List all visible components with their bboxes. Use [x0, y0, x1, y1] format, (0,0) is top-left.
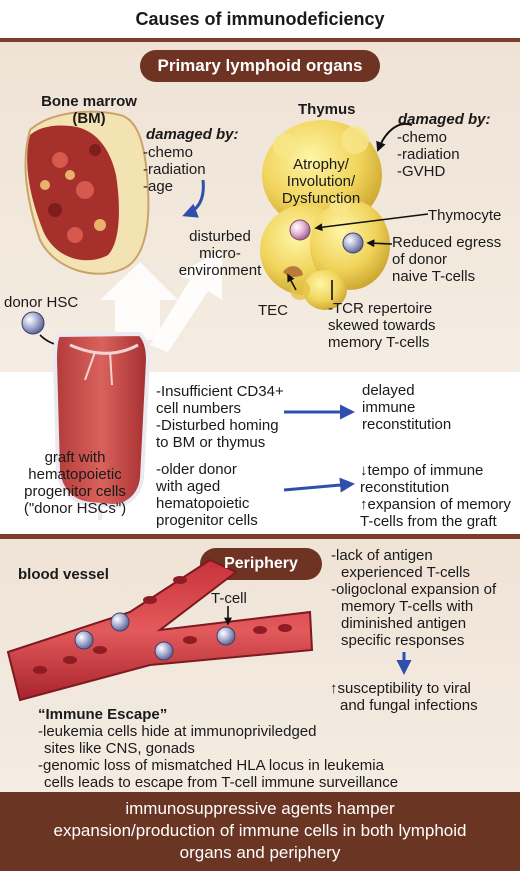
- thymus-damaged-by-list: -chemo -radiation -GVHD: [397, 129, 460, 180]
- effect2-text: ↓tempo of immune reconstitution ↑expansi…: [360, 462, 511, 530]
- thymus-title: Thymus: [298, 101, 356, 118]
- primary-pill-shape: [140, 50, 380, 82]
- arrow-to-bone-marrow-shape: [100, 262, 178, 340]
- primary-section-label: Primary lymphoid organs: [157, 56, 363, 75]
- thymus-damaged-by-label: damaged by:: [398, 111, 491, 128]
- egress-text: Reduced egress of donor naive T-cells: [392, 234, 502, 285]
- blood-vessel-illustration: [6, 558, 314, 702]
- bone-marrow-illustration: [24, 110, 150, 275]
- thymus-condition-text: Atrophy/ Involution/ Dysfunction: [281, 156, 361, 207]
- periphery-section-label: Periphery: [224, 555, 298, 572]
- tcell-label: T-cell: [211, 590, 247, 607]
- graft-bag-illustration: [52, 331, 151, 520]
- page-title: Causes of immunodeficiency: [0, 0, 520, 38]
- effect1-text: delayed immune reconstitution: [362, 382, 452, 433]
- lack-text: -lack of antigen experienced T-cells -ol…: [331, 547, 497, 649]
- donor-hsc-cell: [21, 311, 45, 335]
- immune-escape-text: -leukemia cells hide at immunopriviledge…: [38, 723, 399, 791]
- blood-vessel-label: blood vessel: [18, 566, 109, 583]
- tec-label: TEC: [258, 302, 288, 319]
- tcr-text: -TCR repertoire skewed towards memory T-…: [328, 300, 436, 351]
- footer-note: immunosuppressive agents hamper expansio…: [0, 792, 520, 871]
- bm-damaged-by-list: -chemo -radiation -age: [143, 144, 206, 195]
- bm-damaged-by-label: damaged by:: [146, 126, 239, 143]
- graft-label: graft with hematopoietic progenitor cell…: [23, 449, 127, 517]
- periphery-divider: [0, 534, 520, 539]
- immune-escape-title: “Immune Escape”: [38, 706, 168, 723]
- cause1-text: -Insufficient CD34+ cell numbers -Distur…: [156, 383, 284, 451]
- thymocyte-label: Thymocyte: [428, 207, 502, 224]
- thymus-illustration: [260, 120, 390, 310]
- donor-hsc-label: donor HSC: [4, 294, 79, 311]
- bone-marrow-title: Bone marrow (BM): [41, 93, 137, 127]
- title-divider: [0, 38, 520, 42]
- susceptibility-text: ↑susceptibility to viral and fungal infe…: [330, 680, 478, 714]
- cause2-text: -older donor with aged hematopoietic pro…: [156, 461, 258, 529]
- arrow-to-thymus-shape: [150, 250, 222, 352]
- bm-effect-text: disturbed micro- environment: [178, 228, 262, 279]
